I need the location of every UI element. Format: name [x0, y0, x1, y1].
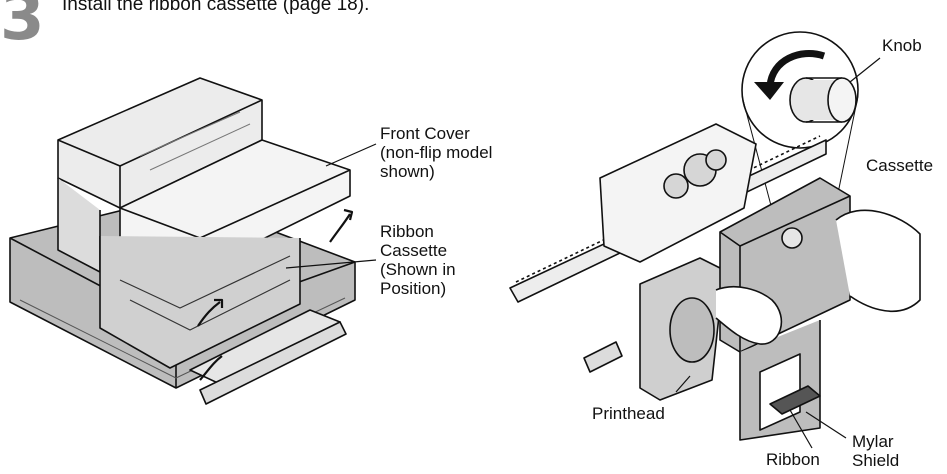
cassette-illustration	[509, 31, 921, 449]
mylar-shield-label-line: Shield	[852, 451, 900, 470]
ribbon-label: Ribbon	[766, 450, 820, 469]
front-cover-label-line: shown)	[380, 162, 435, 181]
front-cover-label-line: Front Cover	[380, 124, 470, 143]
step-instruction: Install the ribbon cassette (page 18).	[62, 0, 370, 15]
ribbon-cassette-label-line: Cassette	[380, 241, 448, 260]
front-cover-label-line: (non-flip model	[380, 143, 493, 162]
printer-base	[9, 77, 377, 405]
step-number: 3	[0, 0, 45, 55]
front-cover-label: Front Cover (non-flip model shown)	[380, 124, 492, 181]
ribbon-cassette-label: Ribbon Cassette (Shown in Position)	[380, 222, 456, 298]
knob-label: Knob	[882, 36, 922, 55]
ribbon-cassette-label-line: Ribbon	[380, 222, 434, 241]
ribbon-cassette-label-line: Position)	[380, 279, 447, 298]
mylar-shield-label: Mylar Shield	[852, 432, 899, 470]
mylar-shield-label-line: Mylar	[852, 432, 894, 451]
printhead-label: Printhead	[592, 404, 665, 423]
ribbon-cassette-label-line: (Shown in	[380, 260, 456, 279]
cassette-label: Cassette	[866, 156, 934, 175]
